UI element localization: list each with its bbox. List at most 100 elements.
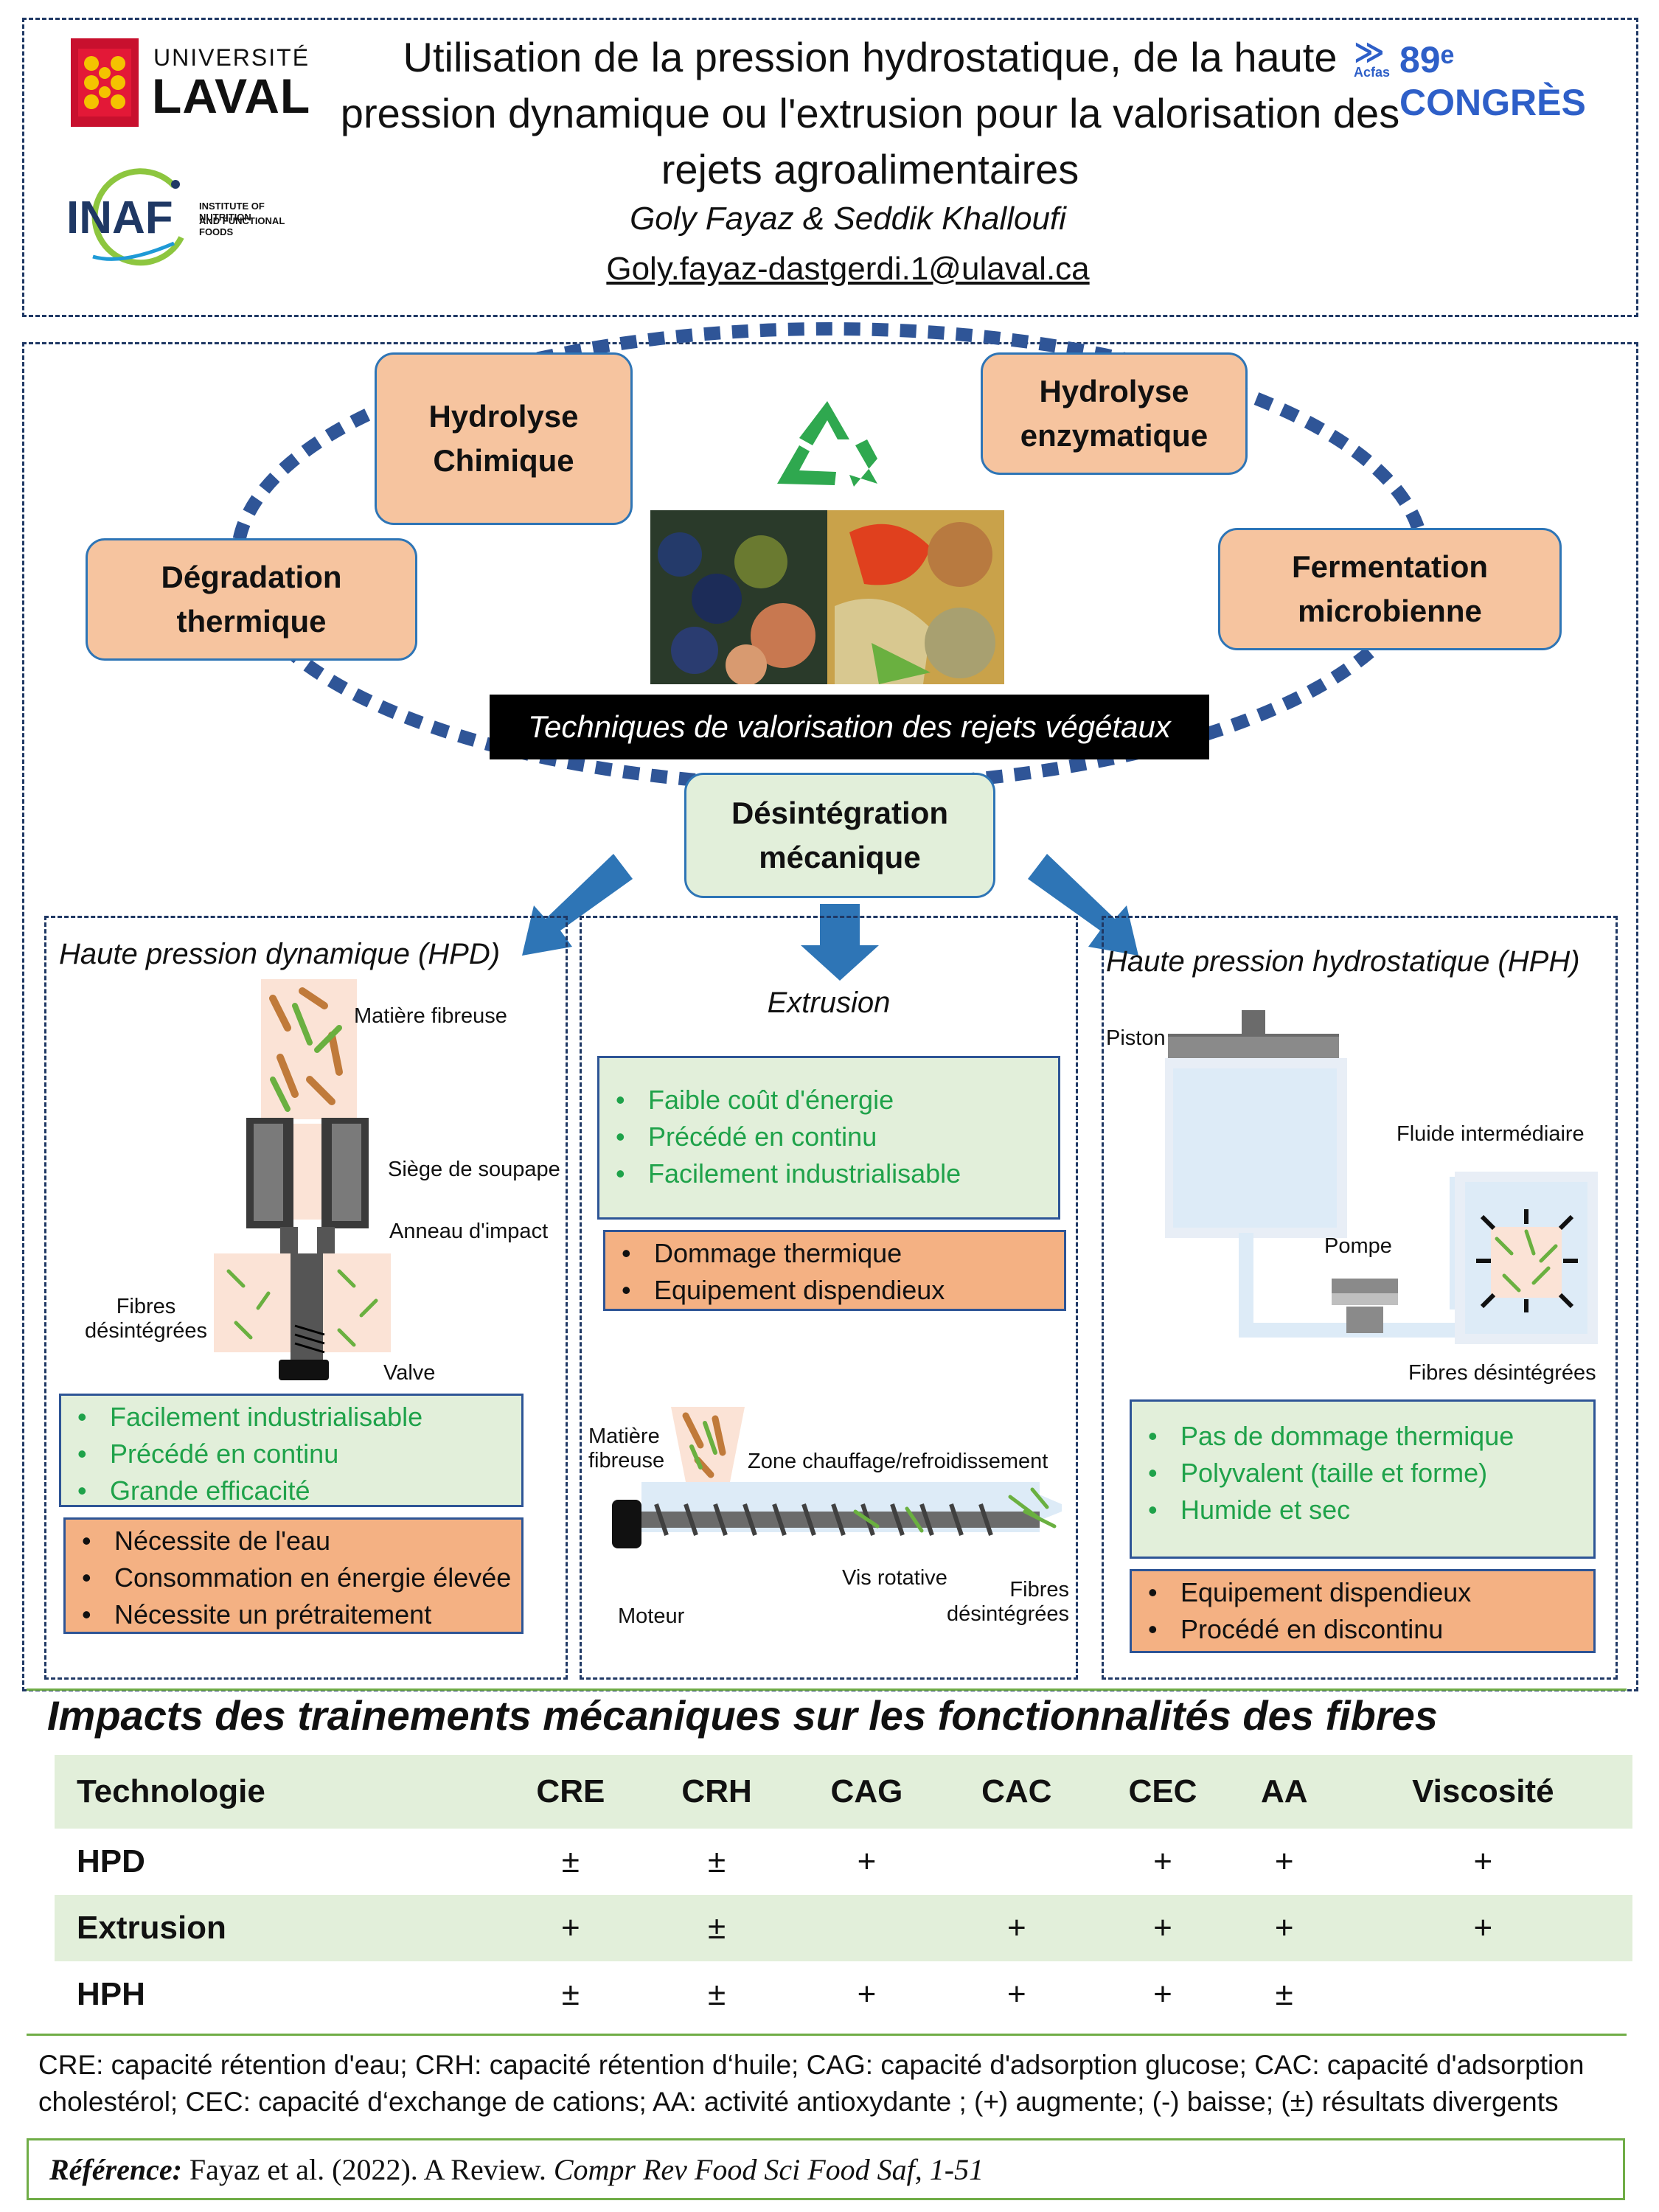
hpd-drb-2: Consommation en énergie élevée xyxy=(82,1559,521,1596)
table-cell: HPD xyxy=(77,1843,145,1879)
poster-title: Utilisation de la pression hydrostatique… xyxy=(340,34,1400,192)
inaf-tagline-2: AND FUNCTIONAL FOODS xyxy=(199,215,285,237)
col-aa: AA xyxy=(1234,1755,1334,1829)
col-cre: CRE xyxy=(498,1755,643,1829)
table-cell: ± xyxy=(561,1843,580,1879)
extrusion-label-moteur: Moteur xyxy=(618,1604,685,1628)
table-cell: ± xyxy=(708,1976,726,2012)
extrusion-adv-2: Précédé en continu xyxy=(616,1119,1058,1155)
hpd-label-siege: Siège de soupape xyxy=(388,1158,560,1181)
hpd-drb-3: Nécessite un prétraitement xyxy=(82,1596,521,1633)
hpd-drb-1: Nécessite de l'eau xyxy=(82,1523,521,1559)
reference-text: Fayaz et al. (2022). A Review. xyxy=(181,2152,554,2186)
table-cell: + xyxy=(1006,1976,1026,2012)
recycle-icon xyxy=(777,401,877,487)
col-viscosite: Viscosité xyxy=(1333,1755,1632,1829)
authors: Goly Fayaz & Seddik Khalloufi xyxy=(630,201,1066,237)
table-cell: + xyxy=(942,1895,1091,1961)
inaf-swoosh-icon xyxy=(91,168,184,266)
table-row: HPH ± ± + + + ± xyxy=(55,1961,1632,2028)
reference-box: Référence: Fayaz et al. (2022). A Review… xyxy=(27,2138,1625,2200)
hph-label-pompe: Pompe xyxy=(1324,1234,1392,1258)
hpd-title: Haute pression dynamique (HPD) xyxy=(59,938,501,970)
table-cell: ± xyxy=(561,1976,580,2012)
hpd-diagram xyxy=(214,979,391,1380)
node-hydrolyse-enzymatique: Hydrolyse enzymatique xyxy=(981,352,1248,475)
abbreviations-legend: CRE: capacité rétention d'eau; CRH: capa… xyxy=(38,2050,1585,2117)
techniques-banner: Techniques de valorisation des rejets vé… xyxy=(490,695,1209,759)
hpd-panel xyxy=(44,916,568,1680)
table-cell: + xyxy=(498,1895,643,1961)
hpd-adv-3: Grande efficacité xyxy=(77,1472,521,1509)
hpd-label-valve: Valve xyxy=(383,1361,436,1385)
food-waste-photo xyxy=(650,510,1004,684)
table-cell xyxy=(790,1895,943,1961)
col-cag: CAG xyxy=(790,1755,943,1829)
hph-drb-2: Procédé en discontinu xyxy=(1148,1611,1593,1648)
reference-journal: Compr Rev Food Sci Food Saf, 1-51 xyxy=(553,2152,984,2186)
ulaval-line2: LAVAL xyxy=(152,69,311,123)
hph-drawbacks: Equipement dispendieux Procédé en discon… xyxy=(1130,1569,1596,1653)
col-cac: CAC xyxy=(942,1755,1091,1829)
arrow-down-icon xyxy=(801,904,879,981)
table-cell: ± xyxy=(708,1843,726,1879)
extrusion-panel xyxy=(580,916,1078,1680)
hph-label-fluide: Fluide intermédiaire xyxy=(1397,1122,1585,1146)
extrusion-label-vis: Vis rotative xyxy=(842,1566,947,1590)
hph-title: Haute pression hydrostatique (HPH) xyxy=(1106,945,1580,978)
hph-panel xyxy=(1102,916,1618,1680)
table-cell: + xyxy=(1274,1843,1294,1879)
hph-label-fibres: Fibres désintégrées xyxy=(1408,1361,1596,1385)
inaf-name: INAF xyxy=(66,192,173,243)
table-cell xyxy=(1334,1961,1632,2028)
table-cell: Extrusion xyxy=(55,1895,499,1961)
table-cell: + xyxy=(857,1843,877,1879)
hpd-adv-2: Précédé en continu xyxy=(77,1436,521,1472)
arrow-right-icon xyxy=(1028,854,1138,956)
hph-label-piston: Piston xyxy=(1106,1026,1166,1050)
arrows xyxy=(522,854,1138,981)
extruder-diagram xyxy=(612,1407,1062,1548)
col-crh: CRH xyxy=(642,1755,791,1829)
table-cell: + xyxy=(857,1976,877,2012)
impacts-table: Technologie CRE CRH CAG CAC CEC AA Visco… xyxy=(55,1755,1632,2028)
table-cell: + xyxy=(1091,1895,1235,1961)
hpd-label-anneau: Anneau d'impact xyxy=(389,1220,549,1243)
extrusion-drb-2: Equipement dispendieux xyxy=(622,1272,1064,1309)
congres-label: 89ᵉ CONGRÈS xyxy=(1399,39,1586,123)
extrusion-drawbacks: Dommage thermique Equipement dispendieux xyxy=(603,1230,1066,1311)
node-degradation-thermique: Dégradation thermique xyxy=(86,538,417,661)
col-technologie: Technologie xyxy=(55,1755,499,1829)
impacts-divider xyxy=(27,1688,1627,1691)
hph-adv-1: Pas de dommage thermique xyxy=(1148,1418,1593,1455)
ulaval-shield-icon xyxy=(71,38,139,127)
email-link[interactable]: Goly.fayaz-dastgerdi.1@ulaval.ca xyxy=(606,251,1090,287)
table-cell: + xyxy=(1234,1895,1334,1961)
hph-adv-3: Humide et sec xyxy=(1148,1492,1593,1528)
ulaval-line1: UNIVERSITÉ xyxy=(153,44,310,71)
arrow-left-icon xyxy=(522,854,633,956)
node-hydrolyse-chimique: Hydrolyse Chimique xyxy=(375,352,633,525)
table-bottom-divider xyxy=(27,2034,1627,2036)
node-fermentation-microbienne: Fermentation microbienne xyxy=(1218,528,1562,650)
hph-advantages: Pas de dommage thermique Polyvalent (tai… xyxy=(1130,1399,1596,1559)
acfas-chevron-icon: ≫ xyxy=(1354,36,1385,69)
impacts-title: Impacts des trainements mécaniques sur l… xyxy=(47,1692,1438,1739)
acfas-small: Acfas xyxy=(1354,65,1391,80)
extrusion-advantages: Faible coût d'énergie Précédé en continu… xyxy=(597,1056,1060,1220)
reference-label: Référence: xyxy=(49,2152,182,2186)
col-cec: CEC xyxy=(1091,1755,1235,1829)
acfas-logo: ≫ Acfas 89ᵉ CONGRÈS xyxy=(1354,35,1634,123)
table-cell: ± xyxy=(1275,1976,1293,2012)
table-cell: + xyxy=(1333,1895,1632,1961)
table-row: HPD ± ± + + + + xyxy=(55,1829,1632,1895)
extrusion-drb-1: Dommage thermique xyxy=(622,1235,1064,1272)
extrusion-title: Extrusion xyxy=(767,987,891,1019)
header-frame xyxy=(22,18,1638,317)
table-cell: ± xyxy=(642,1895,791,1961)
table-header-row: Technologie CRE CRH CAG CAC CEC AA Visco… xyxy=(55,1755,1632,1829)
node-desintegration-mecanique: Désintégration mécanique xyxy=(684,773,995,898)
hph-diagram xyxy=(1165,1010,1598,1344)
table-cell: HPH xyxy=(77,1976,145,2012)
inaf-tagline-1: INSTITUTE OF NUTRITION xyxy=(199,201,265,223)
